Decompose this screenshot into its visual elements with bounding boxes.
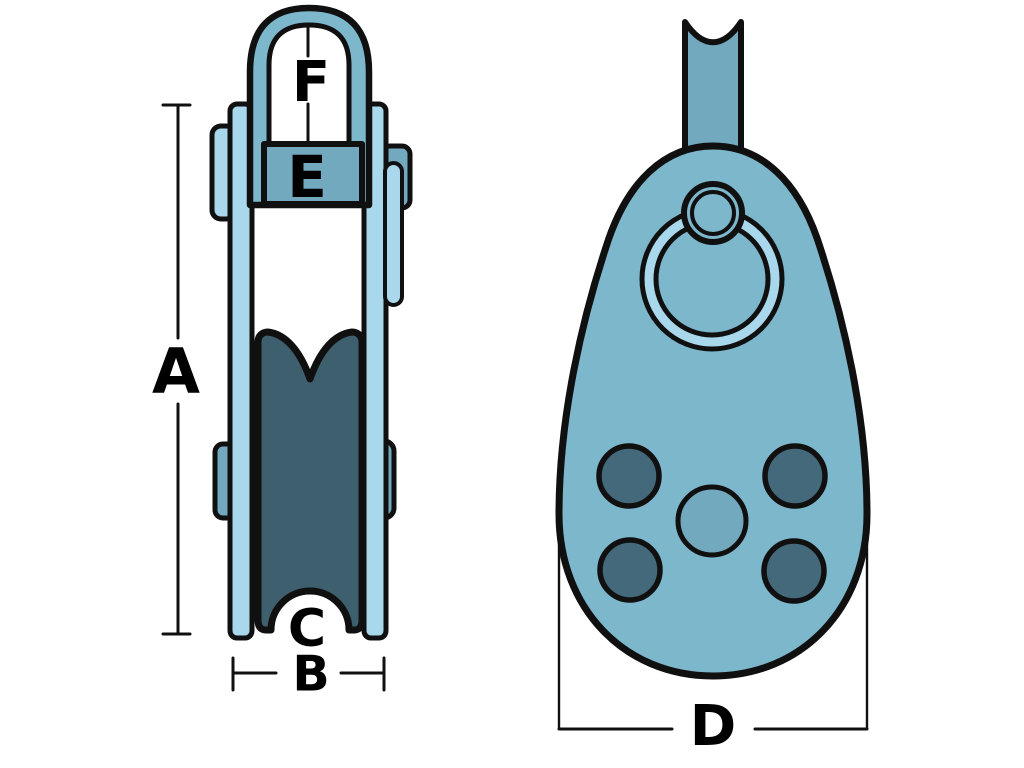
dim-label-e: E (287, 143, 327, 211)
sheave (254, 328, 366, 634)
dim-line-a (161, 103, 192, 636)
rivet-top-right (762, 443, 828, 509)
dim-label-f: F (291, 50, 331, 115)
dim-line-b (231, 656, 386, 692)
hanging-strap (682, 19, 744, 155)
rivet-top-left (596, 443, 662, 509)
rivet-bottom-left (597, 537, 663, 603)
cross-pin-block (261, 141, 365, 207)
axle-hub (675, 484, 749, 558)
rivet-bottom-right (761, 538, 827, 604)
dim-label-b: B (292, 645, 330, 703)
cheek-strap-left (227, 101, 255, 641)
dim-label-c: C (287, 599, 327, 659)
dim-label-d: D (689, 694, 737, 759)
keeper-capsule (383, 161, 404, 307)
eyelet-inner (690, 190, 736, 236)
dim-label-a: A (152, 335, 200, 408)
side-view (161, 4, 413, 692)
front-view (555, 19, 871, 731)
